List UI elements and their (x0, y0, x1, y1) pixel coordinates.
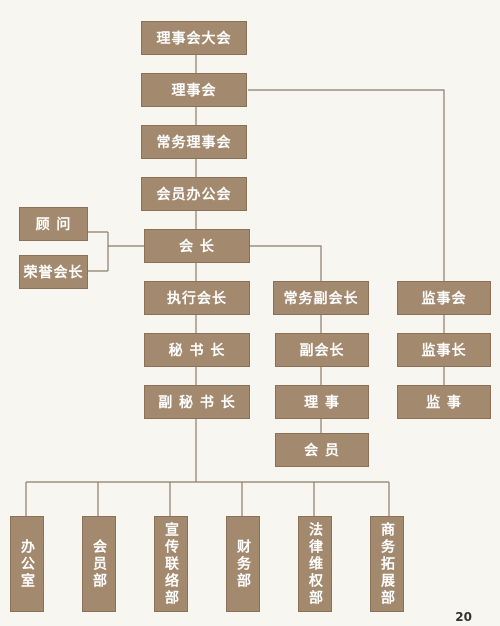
box-chief-supervisor: 监事长 (397, 333, 491, 367)
box-supervisor: 监 事 (397, 385, 491, 419)
dept-office-label: 办公室 (19, 538, 35, 590)
box-director: 理 事 (275, 385, 369, 419)
box-board-of-supervisors: 监事会 (397, 281, 491, 315)
box-office-meeting: 会员办公会 (141, 177, 247, 211)
dept-membership-label: 会员部 (91, 538, 107, 590)
dept-publicity-liaison-label: 宣传联络部 (163, 521, 179, 607)
box-advisor: 顾 问 (19, 207, 88, 241)
box-secretary-general: 秘 书 长 (144, 333, 250, 367)
box-general-assembly: 理事会大会 (141, 21, 247, 55)
page-number: 20 (455, 610, 472, 624)
box-deputy-secretary-general: 副 秘 书 长 (144, 385, 250, 419)
dept-legal-rights-label: 法律维权部 (307, 521, 323, 607)
dept-finance-label: 财务部 (235, 538, 251, 590)
dept-legal-rights: 法律维权部 (298, 516, 332, 612)
dept-business-development: 商务拓展部 (370, 516, 404, 612)
box-president: 会 长 (144, 229, 250, 263)
box-council: 理事会 (141, 73, 247, 107)
box-standing-council: 常务理事会 (141, 125, 247, 159)
box-executive-president: 执行会长 (144, 281, 250, 315)
dept-office: 办公室 (10, 516, 44, 612)
box-member: 会 员 (275, 433, 369, 467)
box-standing-vice-president: 常务副会长 (273, 281, 369, 315)
box-honorary-president: 荣誉会长 (19, 255, 88, 289)
dept-membership: 会员部 (82, 516, 116, 612)
dept-business-development-label: 商务拓展部 (379, 521, 395, 607)
dept-publicity-liaison: 宣传联络部 (154, 516, 188, 612)
box-vice-president: 副会长 (275, 333, 369, 367)
dept-finance: 财务部 (226, 516, 260, 612)
